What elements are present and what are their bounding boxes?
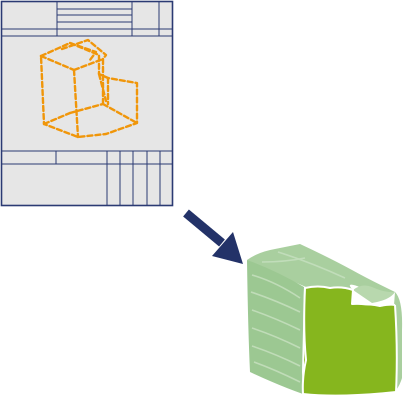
solid-side-texture [250,251,346,383]
top-title-block [1,1,173,37]
bottom-title-block [1,150,173,206]
technical-drawing-sheet [0,0,174,207]
solid-3d-model [247,244,403,397]
solid-step-top-face [353,285,395,303]
isometric-wireframe-sketch [39,38,139,139]
conversion-arrow [183,209,243,264]
solid-top-face [247,244,395,294]
solid-front-face [303,287,397,396]
solid-edge-highlights [301,285,398,397]
